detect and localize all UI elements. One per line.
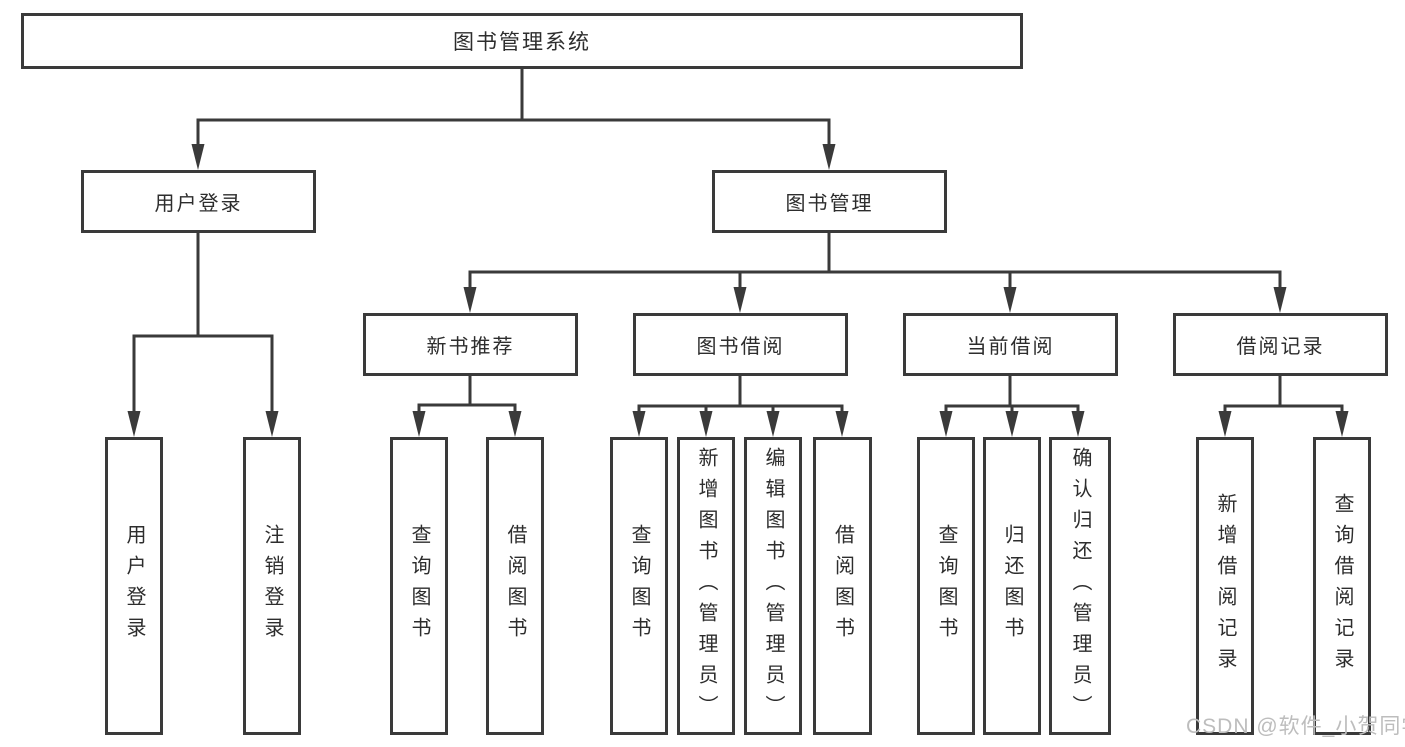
node-add-book-admin: 新增图书（管理员） — [677, 437, 735, 735]
node-user-login-branch: 用户登录 — [81, 170, 316, 233]
node-query-borrow-record: 查询借阅记录 — [1313, 437, 1371, 735]
node-query-books: 查询图书 — [917, 437, 975, 735]
node-query-books: 查询图书 — [390, 437, 448, 735]
node-edit-book-admin: 编辑图书（管理员） — [744, 437, 802, 735]
node-logout: 注销登录 — [243, 437, 301, 735]
node-query-books: 查询图书 — [610, 437, 668, 735]
node-book-borrowing: 图书借阅 — [633, 313, 848, 376]
node-confirm-return-admin: 确认归还（管理员） — [1049, 437, 1111, 735]
node-borrowing-records: 借阅记录 — [1173, 313, 1388, 376]
node-user-login: 用户登录 — [105, 437, 163, 735]
node-library-management-system: 图书管理系统 — [21, 13, 1023, 69]
node-new-book-recommend: 新书推荐 — [363, 313, 578, 376]
node-return-books: 归还图书 — [983, 437, 1041, 735]
node-borrow-books: 借阅图书 — [813, 437, 872, 735]
node-borrow-books: 借阅图书 — [486, 437, 544, 735]
node-book-management-branch: 图书管理 — [712, 170, 947, 233]
csdn-watermark: CSDN @软件_小贺同学 — [1186, 715, 1405, 738]
node-add-borrow-record: 新增借阅记录 — [1196, 437, 1254, 735]
node-current-borrowing: 当前借阅 — [903, 313, 1118, 376]
